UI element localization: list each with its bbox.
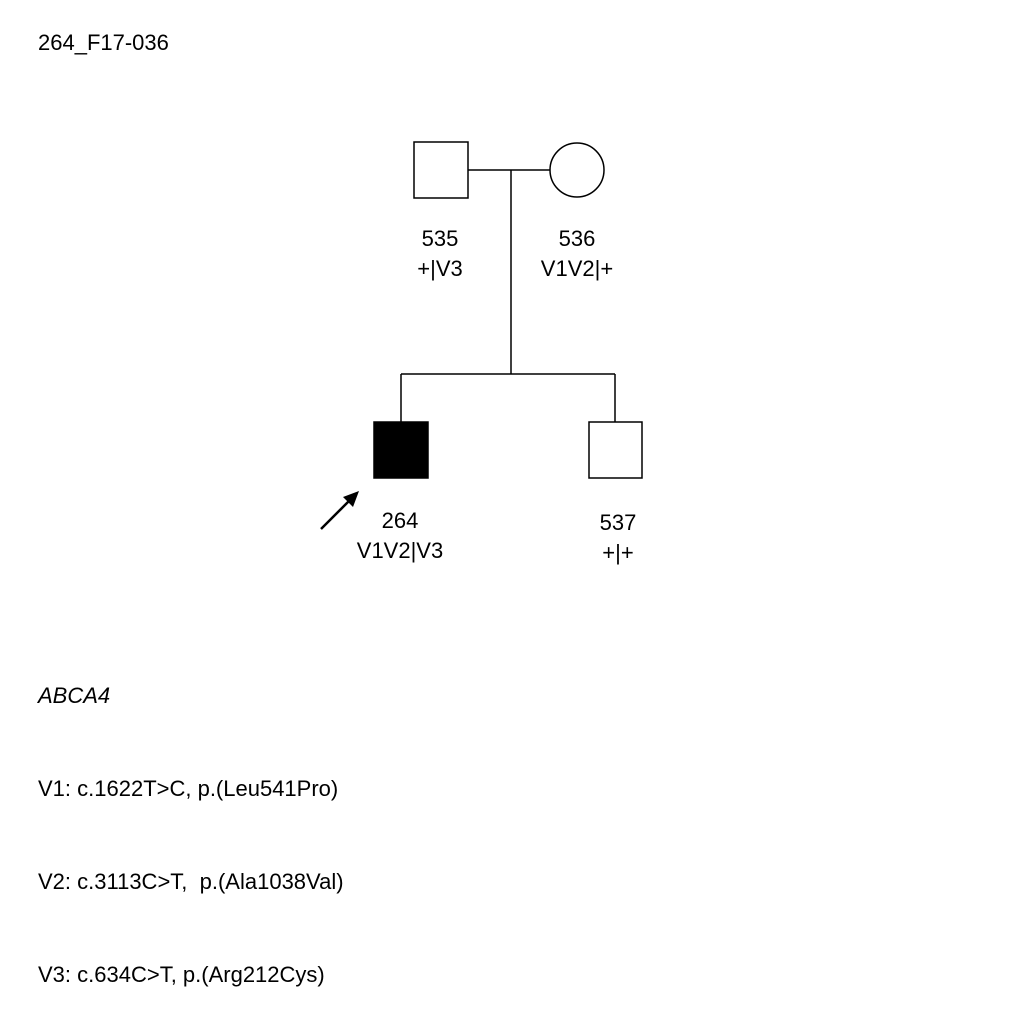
individual-537-genotype: +|+ — [602, 540, 634, 565]
variant-v3: V3: c.634C>T, p.(Arg212Cys) — [38, 962, 325, 987]
gene-name: ABCA4 — [38, 683, 111, 708]
individual-264-label: 264 V1V2|V3 — [330, 506, 470, 566]
individual-535-label: 535 +|V3 — [370, 224, 510, 284]
individual-537-id: 537 — [599, 510, 637, 535]
individual-536-id: 536 — [558, 226, 596, 251]
individual-535-symbol — [413, 141, 469, 199]
individual-264-genotype: V1V2|V3 — [356, 538, 444, 563]
individual-537-symbol — [588, 421, 643, 479]
variant-v2: V2: c.3113C>T, p.(Ala1038Val) — [38, 869, 344, 894]
variant-legend: ABCA4 V1: c.1622T>C, p.(Leu541Pro) V2: c… — [38, 618, 344, 1021]
individual-537-label: 537 +|+ — [548, 508, 688, 568]
family-id-title: 264_F17-036 — [38, 30, 169, 55]
pedigree-diagram — [320, 141, 643, 530]
variant-v1: V1: c.1622T>C, p.(Leu541Pro) — [38, 776, 339, 801]
individual-535-id: 535 — [421, 226, 459, 251]
individual-536-symbol — [549, 142, 605, 198]
individual-536-label: 536 V1V2|+ — [507, 224, 647, 284]
individual-535-genotype: +|V3 — [417, 256, 463, 281]
proband-arrow-icon — [320, 491, 359, 530]
individual-536-genotype: V1V2|+ — [540, 256, 614, 281]
individual-264-id: 264 — [381, 508, 419, 533]
individual-264-symbol — [373, 421, 429, 479]
